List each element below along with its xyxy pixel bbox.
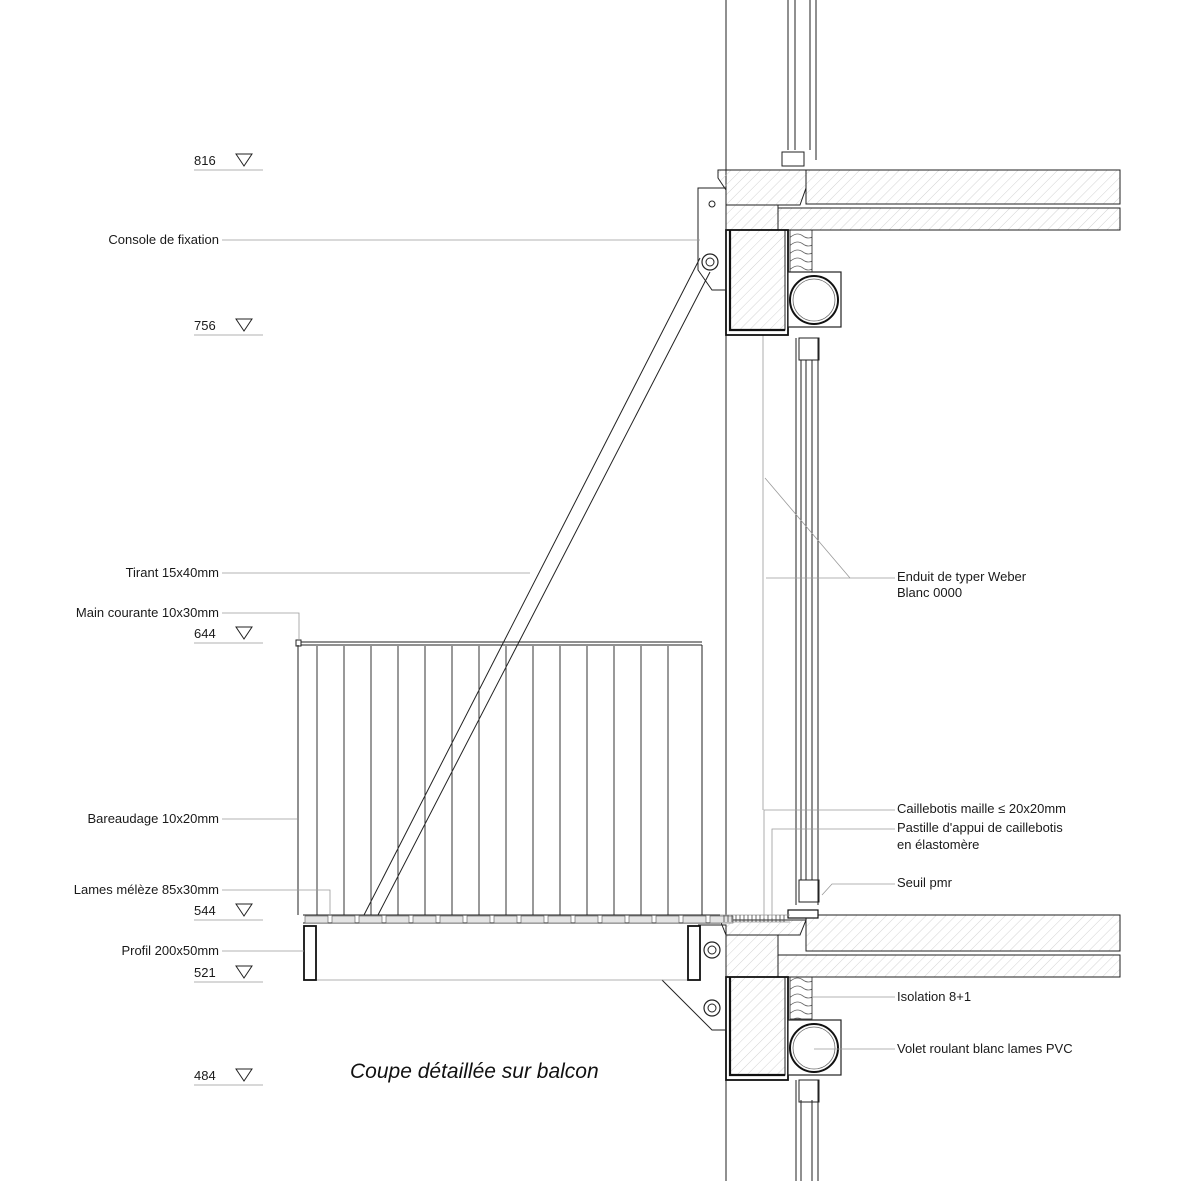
deck-board — [466, 915, 491, 924]
upper-floor-slab — [717, 169, 1121, 336]
deck-board — [655, 915, 680, 924]
deck-board — [574, 915, 599, 924]
level-484: 484 — [194, 1068, 263, 1086]
level-521: 521 — [194, 965, 263, 983]
deck-board — [628, 915, 653, 924]
drawing-caption: Coupe détaillée sur balcon — [350, 1060, 599, 1083]
svg-text:521: 521 — [194, 965, 216, 980]
deck-board — [547, 915, 572, 924]
svg-text:544: 544 — [194, 903, 216, 918]
level-816: 816 — [194, 153, 263, 171]
console-upper — [697, 187, 727, 291]
right-annotations: Enduit de typer Weber Blanc 0000 Cailleb… — [763, 477, 1073, 1056]
svg-text:756: 756 — [194, 318, 216, 333]
level-644: 644 — [194, 626, 263, 644]
svg-text:484: 484 — [194, 1068, 216, 1083]
deck-board — [682, 915, 707, 924]
deck-board — [493, 915, 518, 924]
label-seuil: Seuil pmr — [897, 875, 953, 890]
label-pastille-1: Pastille d'appui de caillebotis — [897, 820, 1063, 835]
deck-board — [412, 915, 437, 924]
lower-floor-slab — [719, 909, 1121, 1081]
label-profil: Profil 200x50mm — [121, 943, 219, 958]
balustrade — [295, 639, 703, 915]
label-bareaudage: Bareaudage 10x20mm — [87, 811, 219, 826]
svg-text:644: 644 — [194, 626, 216, 641]
label-lames: Lames mélèze 85x30mm — [74, 882, 219, 897]
deck-board — [520, 915, 545, 924]
profile-beam-left — [303, 925, 317, 981]
console-lower — [661, 924, 727, 1031]
left-annotations: Console de fixation Tirant 15x40mm Main … — [74, 232, 700, 958]
level-544: 544 — [194, 903, 263, 921]
label-enduit-2: Blanc 0000 — [897, 585, 962, 600]
window-frame-lower — [795, 1079, 820, 1181]
label-main-courante: Main courante 10x30mm — [76, 605, 219, 620]
label-isolation: Isolation 8+1 — [897, 989, 971, 1004]
deck-board — [385, 915, 410, 924]
level-markers: 816 756 644 544 521 484 — [194, 153, 263, 1086]
deck — [303, 914, 790, 981]
label-console: Console de fixation — [108, 232, 219, 247]
label-enduit-1: Enduit de typer Weber — [897, 569, 1027, 584]
deck-board — [304, 915, 329, 924]
window-frame-middle — [795, 337, 820, 905]
deck-board — [439, 915, 464, 924]
window-frame-upper — [781, 0, 817, 167]
svg-text:816: 816 — [194, 153, 216, 168]
deck-board — [601, 915, 626, 924]
profile-beam-right — [687, 925, 701, 981]
label-volet: Volet roulant blanc lames PVC — [897, 1041, 1073, 1056]
label-pastille-2: en élastomère — [897, 837, 979, 852]
deck-board — [358, 915, 383, 924]
label-tirant: Tirant 15x40mm — [126, 565, 219, 580]
deck-board — [331, 915, 356, 924]
deck-board — [709, 915, 734, 924]
level-756: 756 — [194, 318, 263, 336]
tie-rod — [363, 257, 711, 916]
facade-wall — [725, 0, 764, 1181]
label-caillebotis: Caillebotis maille ≤ 20x20mm — [897, 801, 1066, 816]
